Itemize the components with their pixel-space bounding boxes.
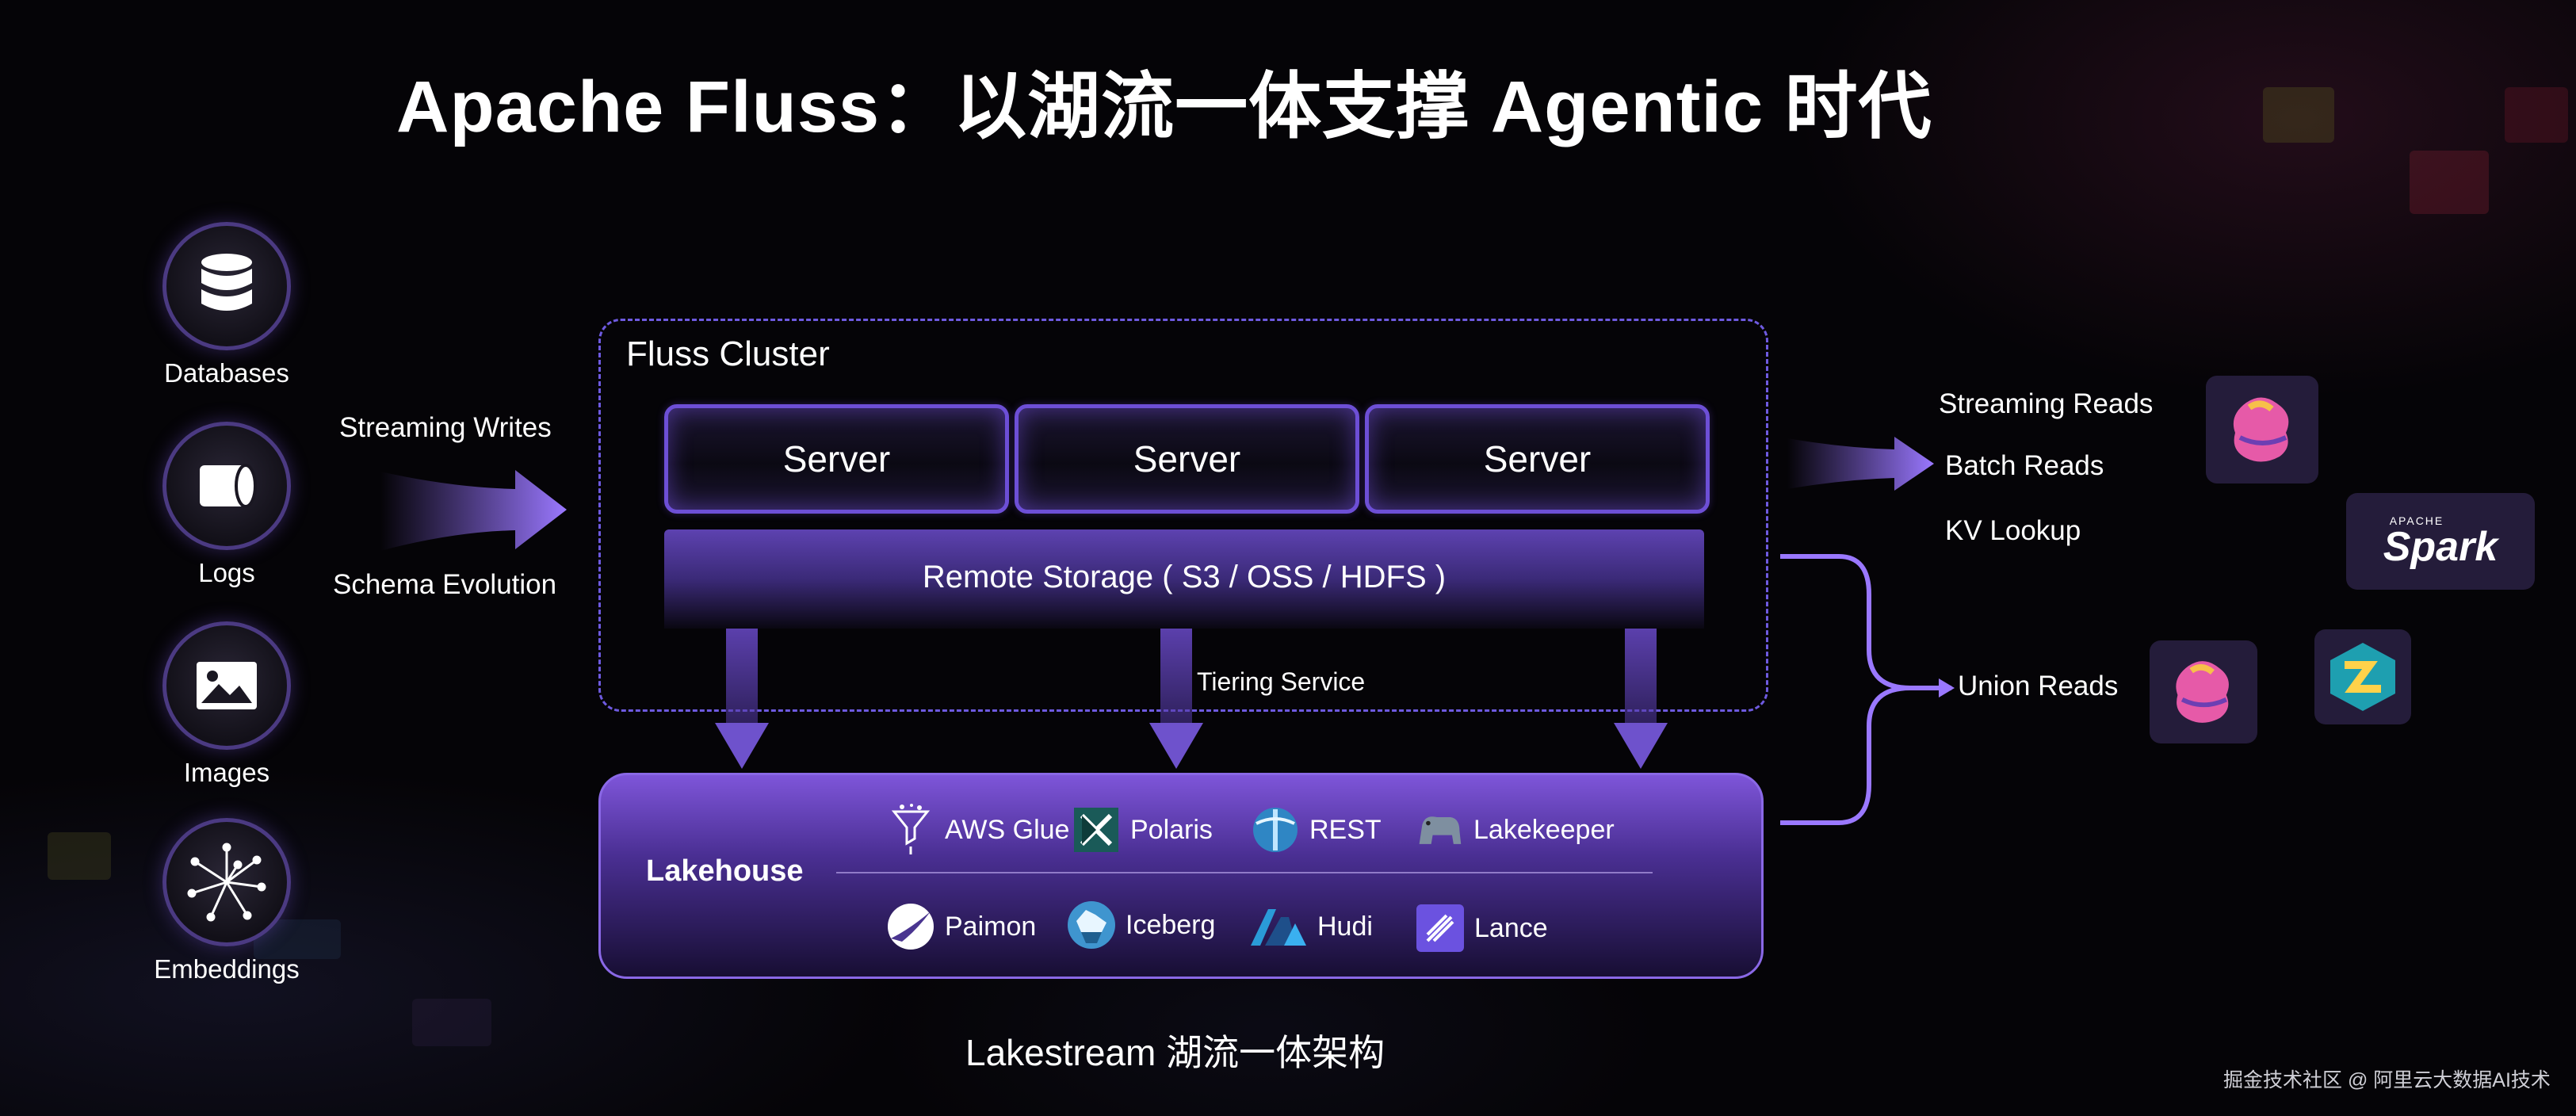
source-label: Images xyxy=(183,758,270,787)
streaming-writes-label: Streaming Writes xyxy=(339,412,552,443)
log-cylinder-icon xyxy=(162,422,291,550)
tiering-arrow-head xyxy=(1149,723,1203,769)
catalog-lakekeeper: Lakekeeper xyxy=(1415,805,1615,854)
tiering-arrow-shaft xyxy=(1625,629,1657,725)
decor-block xyxy=(2505,87,2568,143)
batch-reads-label: Batch Reads xyxy=(1945,450,2104,481)
rest-icon xyxy=(1251,805,1300,854)
tiering-service-label: Tiering Service xyxy=(1197,667,1366,696)
catalog-aws-glue: AWS Glue xyxy=(886,804,1070,854)
format-label: Hudi xyxy=(1317,911,1373,942)
lakehouse-title: Lakehouse xyxy=(646,854,804,888)
embeddings-icon xyxy=(162,818,291,946)
format-paimon: Paimon xyxy=(886,902,1036,951)
format-hudi: Hudi xyxy=(1249,902,1373,951)
decor-block xyxy=(412,999,491,1046)
decor-block xyxy=(48,832,111,880)
spark-icon: APACHE Spark xyxy=(2346,493,2535,590)
write-arrow xyxy=(380,470,567,551)
page-title: Apache Fluss：以湖流一体支撑 Agentic 时代 xyxy=(396,67,1932,147)
spark-small-label: APACHE xyxy=(2389,514,2444,527)
format-lance: Lance xyxy=(1416,904,1548,953)
source-label: Embeddings xyxy=(154,954,300,984)
paimon-icon xyxy=(886,902,935,951)
format-iceberg: Iceberg xyxy=(1067,900,1215,950)
catalog-label: Lakekeeper xyxy=(1473,814,1615,845)
kv-lookup-label: KV Lookup xyxy=(1945,515,2081,546)
streaming-reads-label: Streaming Reads xyxy=(1939,388,2154,419)
source-images: Images xyxy=(92,621,361,788)
catalog-label: REST xyxy=(1309,814,1382,845)
aws-glue-icon xyxy=(886,804,935,854)
image-icon xyxy=(162,621,291,750)
format-label: Iceberg xyxy=(1126,909,1216,940)
source-logs: Logs xyxy=(92,422,361,588)
polaris-icon xyxy=(1072,805,1121,854)
schema-evolution-label: Schema Evolution xyxy=(333,569,557,600)
catalog-rest: REST xyxy=(1251,805,1382,854)
starrocks-icon xyxy=(2314,629,2411,724)
database-icon xyxy=(162,222,291,350)
source-embeddings: Embeddings xyxy=(92,818,361,984)
server-node: Server xyxy=(664,404,1009,514)
source-label: Logs xyxy=(198,558,255,587)
decor-block xyxy=(2410,151,2489,214)
lance-icon xyxy=(1416,904,1465,953)
flink-icon xyxy=(2150,640,2257,743)
tiering-arrow-head xyxy=(715,723,769,769)
format-label: Lance xyxy=(1474,912,1548,943)
lakehouse-divider xyxy=(836,872,1653,873)
remote-storage-label: Remote Storage ( S3 / OSS / HDFS ) xyxy=(922,560,1447,594)
catalog-label: AWS Glue xyxy=(945,814,1070,845)
catalog-label: Polaris xyxy=(1130,814,1213,845)
union-reads-label: Union Reads xyxy=(1958,671,2119,701)
lakehouse-panel xyxy=(598,773,1764,979)
tiering-arrow-shaft xyxy=(1160,629,1192,725)
format-label: Paimon xyxy=(945,911,1037,942)
iceberg-icon xyxy=(1067,900,1116,950)
source-databases: Databases xyxy=(92,222,361,388)
tiering-arrow-shaft xyxy=(726,629,758,725)
cluster-title: Fluss Cluster xyxy=(626,334,830,373)
server-node: Server xyxy=(1365,404,1710,514)
read-arrow xyxy=(1787,437,1934,491)
diagram-caption: Lakestream 湖流一体架构 xyxy=(965,1032,1385,1073)
tiering-arrow-head xyxy=(1614,723,1668,769)
catalog-polaris: Polaris xyxy=(1072,805,1213,854)
flink-icon xyxy=(2206,376,2318,483)
lakekeeper-icon xyxy=(1415,805,1464,854)
server-node: Server xyxy=(1015,404,1359,514)
source-label: Databases xyxy=(164,358,289,388)
decor-block xyxy=(2263,87,2334,143)
union-bracket xyxy=(1780,554,1955,825)
remote-storage: Remote Storage ( S3 / OSS / HDFS ) xyxy=(664,529,1704,629)
spark-big-label: Spark xyxy=(2383,524,2498,570)
watermark: 掘金技术社区 @ 阿里云大数据AI技术 xyxy=(2223,1069,2551,1091)
hudi-icon xyxy=(1249,902,1308,951)
